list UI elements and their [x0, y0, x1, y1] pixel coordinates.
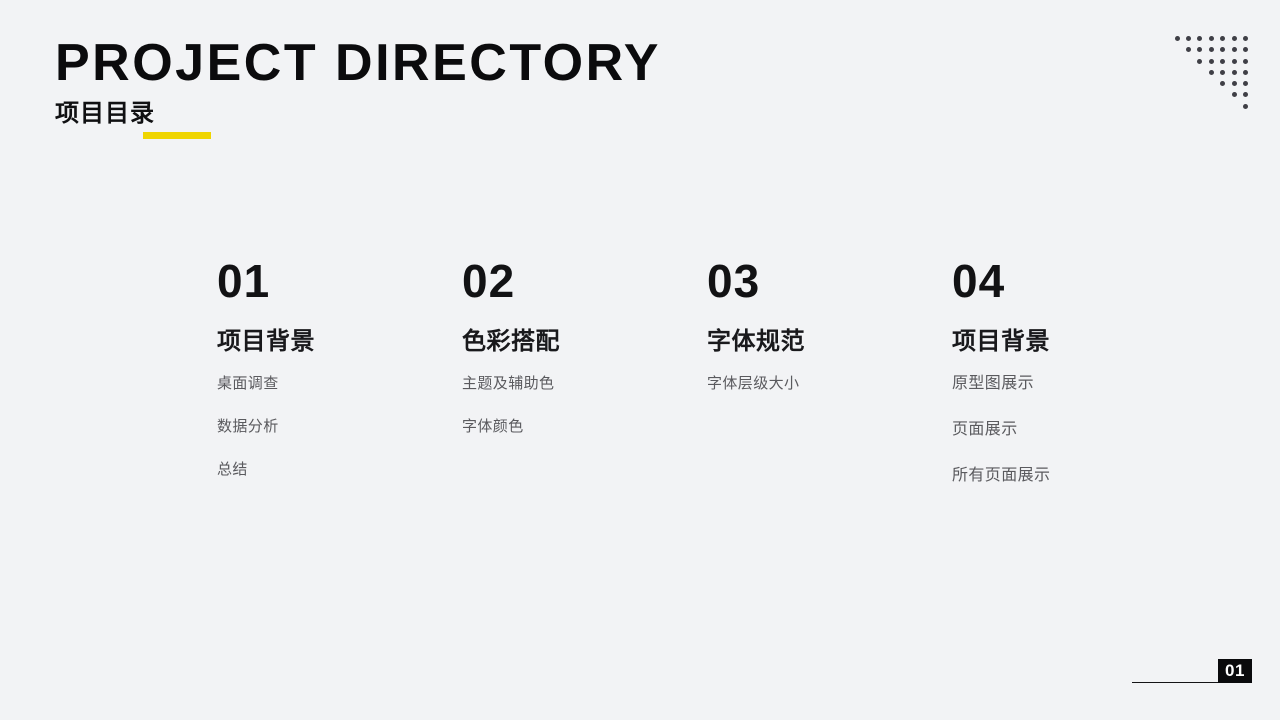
entry-heading: 色彩搭配 [462, 328, 560, 355]
dot-icon [1243, 58, 1248, 64]
entry-subitem[interactable]: 主题及辅助色 [462, 375, 555, 392]
dot-icon [1231, 47, 1237, 53]
directory-entry-02[interactable]: 02 色彩搭配 主题及辅助色 字体颜色 [462, 258, 707, 514]
dot-row [1166, 81, 1248, 92]
entry-subitem[interactable]: 原型图展示 [952, 375, 1035, 392]
dot-icon [1231, 92, 1237, 98]
entry-subitem-list: 桌面调查 数据分析 总结 [217, 376, 462, 477]
footer-rule [1132, 681, 1218, 683]
dot-row [1166, 103, 1248, 115]
dot-icon [1197, 58, 1203, 64]
dot-icon [1243, 69, 1248, 75]
page-number-badge: 01 [1218, 659, 1252, 683]
dot-icon [1243, 103, 1248, 109]
dot-icon [1231, 36, 1237, 41]
dot-row [1166, 47, 1248, 58]
entry-subitem-list: 原型图展示 页面展示 所有页面展示 [952, 376, 1197, 484]
dot-icon [1174, 36, 1180, 41]
entry-number: 02 [462, 255, 516, 307]
subtitle-block: 项目目录 [55, 99, 661, 143]
dot-row [1166, 58, 1248, 70]
page-title-chinese: 项目目录 [55, 99, 155, 127]
dot-icon [1197, 47, 1203, 53]
slide-footer: 01 [1132, 659, 1252, 683]
entry-subitem[interactable]: 总结 [217, 461, 248, 478]
dot-icon [1243, 36, 1248, 41]
page-title-english: PROJECT DIRECTORY [55, 34, 661, 92]
dot-icon [1208, 69, 1214, 75]
entry-number: 03 [707, 255, 761, 307]
entry-subitem-list: 字体层级大小 [707, 376, 952, 391]
entry-heading: 字体规范 [707, 328, 805, 355]
dot-icon [1220, 69, 1226, 75]
dot-icon [1208, 36, 1214, 41]
entry-subitem[interactable]: 字体层级大小 [707, 375, 800, 392]
slide-header: PROJECT DIRECTORY 项目目录 [55, 36, 661, 143]
entry-subitem[interactable]: 所有页面展示 [952, 467, 1051, 484]
dot-icon [1231, 58, 1237, 64]
dot-icon [1220, 81, 1226, 87]
directory-entry-03[interactable]: 03 字体规范 字体层级大小 [707, 258, 952, 514]
dot-row [1166, 92, 1248, 103]
directory-columns: 01 项目背景 桌面调查 数据分析 总结 02 色彩搭配 主题及辅助色 字体颜色… [217, 258, 1217, 514]
directory-entry-01[interactable]: 01 项目背景 桌面调查 数据分析 总结 [217, 258, 462, 514]
dot-icon [1186, 47, 1192, 53]
entry-subitem[interactable]: 页面展示 [952, 421, 1018, 438]
entry-subitem[interactable]: 字体颜色 [462, 418, 524, 435]
dot-icon [1208, 47, 1214, 53]
dot-row [1166, 36, 1248, 47]
dot-icon [1231, 69, 1237, 75]
entry-subitem[interactable]: 桌面调查 [217, 375, 279, 392]
entry-heading: 项目背景 [217, 328, 315, 355]
dot-icon [1243, 92, 1248, 98]
dot-icon [1197, 36, 1203, 41]
entry-subitem[interactable]: 数据分析 [217, 418, 279, 435]
entry-subitem-list: 主题及辅助色 字体颜色 [462, 376, 707, 434]
dot-icon [1220, 47, 1226, 53]
dot-icon [1243, 81, 1248, 87]
entry-number: 01 [217, 255, 271, 307]
dot-icon [1231, 81, 1237, 87]
dot-icon [1208, 58, 1214, 64]
entry-heading: 项目背景 [952, 328, 1050, 355]
entry-number: 04 [952, 255, 1006, 307]
accent-underline [143, 131, 211, 139]
dot-icon [1220, 58, 1226, 64]
dot-icon [1186, 36, 1192, 41]
directory-entry-04[interactable]: 04 项目背景 原型图展示 页面展示 所有页面展示 [952, 258, 1197, 514]
dot-icon [1220, 36, 1226, 41]
dot-icon [1243, 47, 1248, 53]
dot-grid-decoration [1166, 36, 1248, 118]
dot-row [1166, 69, 1248, 81]
